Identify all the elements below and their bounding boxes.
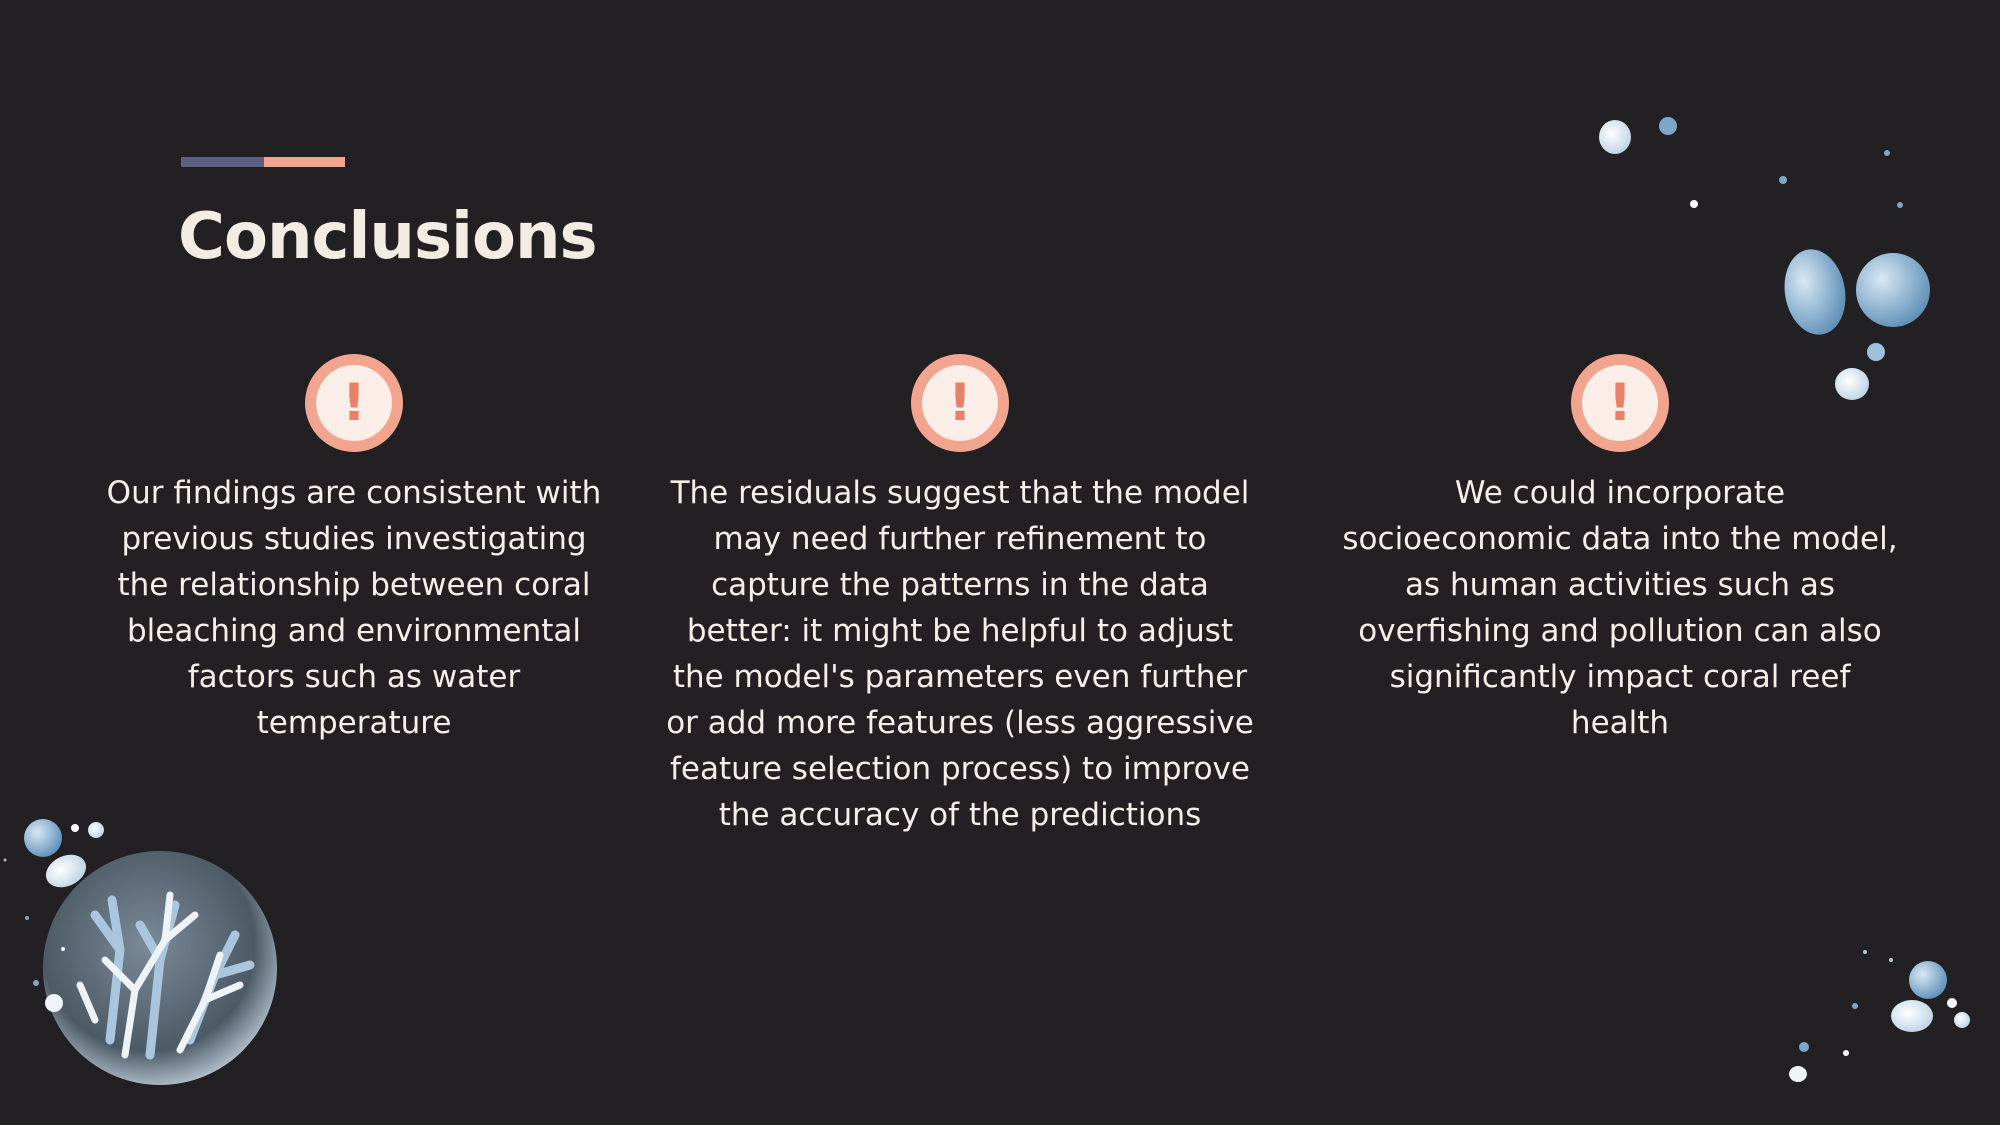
exclamation-circle-icon: ! — [1571, 354, 1669, 452]
exclamation-circle-icon: ! — [911, 354, 1009, 452]
conclusion-text-2: The residuals suggest that the model may… — [666, 475, 1254, 833]
accent-bar-segment-slate — [181, 157, 264, 167]
title-accent-bar — [181, 157, 345, 167]
exclamation-glyph: ! — [1608, 373, 1632, 433]
coral-sphere-illustration — [3, 819, 277, 1085]
slide-title: Conclusions — [178, 200, 598, 274]
exclamation-glyph: ! — [948, 373, 972, 433]
conclusion-column-2: ! The residuals suggest that the model m… — [660, 354, 1260, 838]
conclusion-column-3: ! We could incorporate socioeconomic dat… — [1340, 354, 1900, 746]
exclamation-glyph: ! — [342, 373, 366, 433]
exclamation-circle-icon: ! — [305, 354, 403, 452]
water-bubbles-bottom-right — [1789, 950, 1970, 1082]
conclusion-text-1: Our findings are consistent with previou… — [106, 475, 602, 741]
conclusion-column-1: ! Our findings are consistent with previ… — [100, 354, 608, 746]
conclusion-text-3: We could incorporate socioeconomic data … — [1342, 475, 1898, 741]
accent-bar-segment-salmon — [264, 157, 345, 167]
